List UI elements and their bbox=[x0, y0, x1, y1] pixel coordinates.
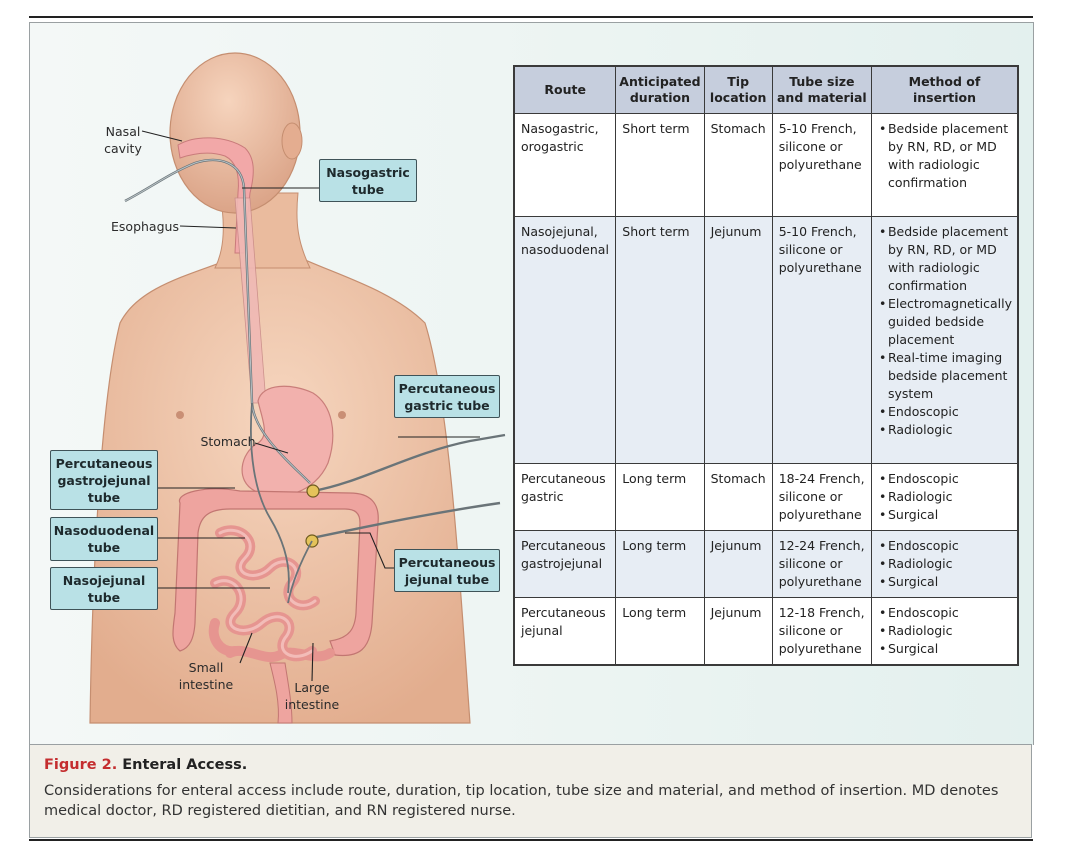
cell-tip: Jejunum bbox=[703, 216, 773, 464]
cell-size: 5-10 French, silicone or polyurethane bbox=[771, 216, 872, 464]
nasojejunal-tube bbox=[249, 402, 290, 594]
method-item: Endoscopic bbox=[879, 403, 1012, 421]
cell-duration: Short term bbox=[615, 113, 705, 217]
cell-size: 18-24 French, silicone or polyurethane bbox=[771, 463, 872, 531]
callout-percutaneous-gastrojejunal-tube: Percutaneous gastrojejunal tube bbox=[50, 450, 158, 510]
caption-title: Figure 2. Enteral Access. bbox=[44, 757, 247, 773]
method-item: Endoscopic bbox=[879, 604, 1012, 622]
cell-duration: Long term bbox=[615, 463, 705, 531]
method-item: Radiologic bbox=[879, 421, 1012, 439]
stomach-shape bbox=[241, 385, 334, 497]
callout-percutaneous-jejunal-tube: Percutaneous jejunal tube bbox=[394, 549, 500, 592]
figure-panel: Nasal cavity Esophagus Stomach Small int… bbox=[29, 22, 1034, 745]
cell-methods: Bedside placement by RN, RD, or MD with … bbox=[870, 216, 1019, 464]
figure-number: Figure 2. bbox=[44, 757, 118, 773]
header-method: Method of insertion bbox=[870, 65, 1019, 114]
large-intestine-shape bbox=[172, 488, 379, 657]
callout-nasojejunal-tube: Nasojejunal tube bbox=[50, 567, 158, 610]
header-tube-size: Tube size and material bbox=[771, 65, 872, 114]
cell-methods: Endoscopic Radiologic Surgical bbox=[870, 530, 1019, 598]
method-item: Radiologic bbox=[879, 622, 1012, 640]
percutaneous-gastric-tube bbox=[312, 433, 506, 493]
method-item: Electromagnetically guided bedside place… bbox=[879, 295, 1012, 349]
method-item: Radiologic bbox=[879, 488, 1012, 506]
cell-size: 12-24 French, silicone or polyurethane bbox=[771, 530, 872, 598]
header-tip-location: Tip location bbox=[703, 65, 773, 114]
method-item: Real-time imaging bedside placement syst… bbox=[879, 349, 1012, 403]
ear-shape bbox=[281, 122, 303, 160]
table-header-row: Route Anticipated duration Tip location … bbox=[513, 65, 1019, 114]
label-stomach: Stomach bbox=[200, 434, 256, 449]
method-item: Radiologic bbox=[879, 555, 1012, 573]
cell-tip: Stomach bbox=[703, 113, 773, 217]
method-item: Bedside placement by RN, RD, or MD with … bbox=[879, 223, 1012, 295]
cell-duration: Short term bbox=[615, 216, 705, 464]
cell-duration: Long term bbox=[615, 530, 705, 598]
cell-route: Percutaneous jejunal bbox=[513, 597, 617, 665]
percutaneous-jejunal-tube bbox=[311, 501, 501, 540]
caption-text: Considerations for enteral access includ… bbox=[44, 783, 999, 819]
figure-title: Enteral Access. bbox=[122, 757, 248, 773]
table-row: Percutaneous jejunal Long term Jejunum 1… bbox=[513, 597, 1019, 665]
figure-caption: Figure 2. Enteral Access. Considerations… bbox=[29, 744, 1032, 838]
label-esophagus: Esophagus bbox=[111, 219, 179, 234]
cell-methods: Bedside placement by RN, RD, or MD with … bbox=[870, 113, 1019, 217]
anatomy-illustration bbox=[89, 52, 506, 724]
method-item: Surgical bbox=[879, 506, 1012, 524]
label-large-intestine: Large intestine bbox=[284, 680, 340, 712]
callout-nasoduodenal-tube: Nasoduodenal tube bbox=[50, 517, 158, 561]
cell-route: Nasojejunal, nasoduodenal bbox=[513, 216, 617, 464]
method-item: Endoscopic bbox=[879, 470, 1012, 488]
bottom-rule bbox=[29, 839, 1033, 841]
table-row: Nasojejunal, nasoduodenal Short term Jej… bbox=[513, 216, 1019, 464]
method-item: Endoscopic bbox=[879, 537, 1012, 555]
method-item: Surgical bbox=[879, 640, 1012, 658]
header-duration: Anticipated duration bbox=[615, 65, 705, 114]
cell-route: Nasogastric, orogastric bbox=[513, 113, 617, 217]
cell-tip: Stomach bbox=[703, 463, 773, 531]
cell-methods: Endoscopic Radiologic Surgical bbox=[870, 463, 1019, 531]
callout-percutaneous-gastric-tube: Percutaneous gastric tube bbox=[394, 375, 500, 418]
callout-nasogastric-tube: Nasogastric tube bbox=[319, 159, 417, 202]
table-row: Nasogastric, orogastric Short term Stoma… bbox=[513, 113, 1019, 217]
cell-tip: Jejunum bbox=[703, 530, 773, 598]
method-item: Surgical bbox=[879, 573, 1012, 591]
enteral-access-table: Route Anticipated duration Tip location … bbox=[513, 65, 1019, 666]
cell-methods: Endoscopic Radiologic Surgical bbox=[870, 597, 1019, 665]
label-nasal-cavity: Nasal cavity bbox=[104, 124, 142, 156]
method-item: Bedside placement by RN, RD, or MD with … bbox=[879, 120, 1012, 192]
header-route: Route bbox=[513, 65, 617, 114]
table-row: Percutaneous gastrojejunal Long term Jej… bbox=[513, 530, 1019, 598]
top-rule bbox=[29, 16, 1033, 18]
cell-route: Percutaneous gastrojejunal bbox=[513, 530, 617, 598]
cell-duration: Long term bbox=[615, 597, 705, 665]
cell-size: 5-10 French, silicone or polyurethane bbox=[771, 113, 872, 217]
cell-size: 12-18 French, silicone or polyurethane bbox=[771, 597, 872, 665]
cell-tip: Jejunum bbox=[703, 597, 773, 665]
table-row: Percutaneous gastric Long term Stomach 1… bbox=[513, 463, 1019, 531]
label-small-intestine: Small intestine bbox=[178, 660, 234, 692]
head-shape bbox=[169, 52, 301, 214]
cell-route: Percutaneous gastric bbox=[513, 463, 617, 531]
